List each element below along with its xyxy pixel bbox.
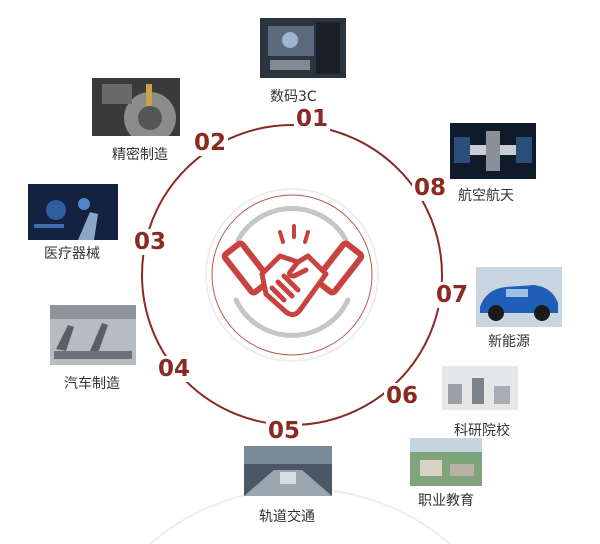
thumbnail-vocational-education	[410, 438, 482, 486]
node-number-06: 06	[384, 383, 421, 409]
thumbnail-rail-transit	[244, 446, 332, 496]
thumbnail-research-institutions	[442, 366, 518, 410]
thumbnail-automotive-manufacturing	[50, 305, 136, 365]
node-number-05: 05	[266, 418, 303, 444]
grey-arc-bottom	[233, 297, 351, 338]
node-number-07: 07	[434, 282, 471, 308]
node-label-08: 航空航天	[458, 188, 514, 204]
node-label-06: 科研院校	[454, 423, 510, 439]
node-number-02: 02	[192, 130, 229, 156]
thin-red-ring	[211, 194, 373, 356]
thumbnail-precision-manufacturing	[92, 78, 180, 136]
node-label-04: 汽车制造	[64, 376, 120, 392]
node-number-03: 03	[132, 229, 169, 255]
grey-arc-top	[235, 205, 349, 243]
thumbnail-medical-devices	[28, 184, 118, 240]
node-label-07: 新能源	[488, 334, 530, 350]
handshake-icon	[221, 224, 365, 318]
thumbnail-digital-3c	[260, 18, 346, 78]
extra-label: 职业教育	[418, 493, 474, 509]
node-number-08: 08	[412, 175, 449, 201]
node-label-02: 精密制造	[112, 147, 168, 163]
inner-faint-ring	[205, 188, 379, 362]
node-label-05: 轨道交通	[259, 509, 315, 525]
node-label-03: 医疗器械	[44, 246, 100, 262]
node-number-01: 01	[294, 106, 331, 132]
thumbnail-aerospace	[450, 123, 536, 179]
thumbnail-new-energy	[476, 267, 562, 327]
node-number-04: 04	[156, 356, 193, 382]
node-label-01: 数码3C	[270, 89, 317, 105]
